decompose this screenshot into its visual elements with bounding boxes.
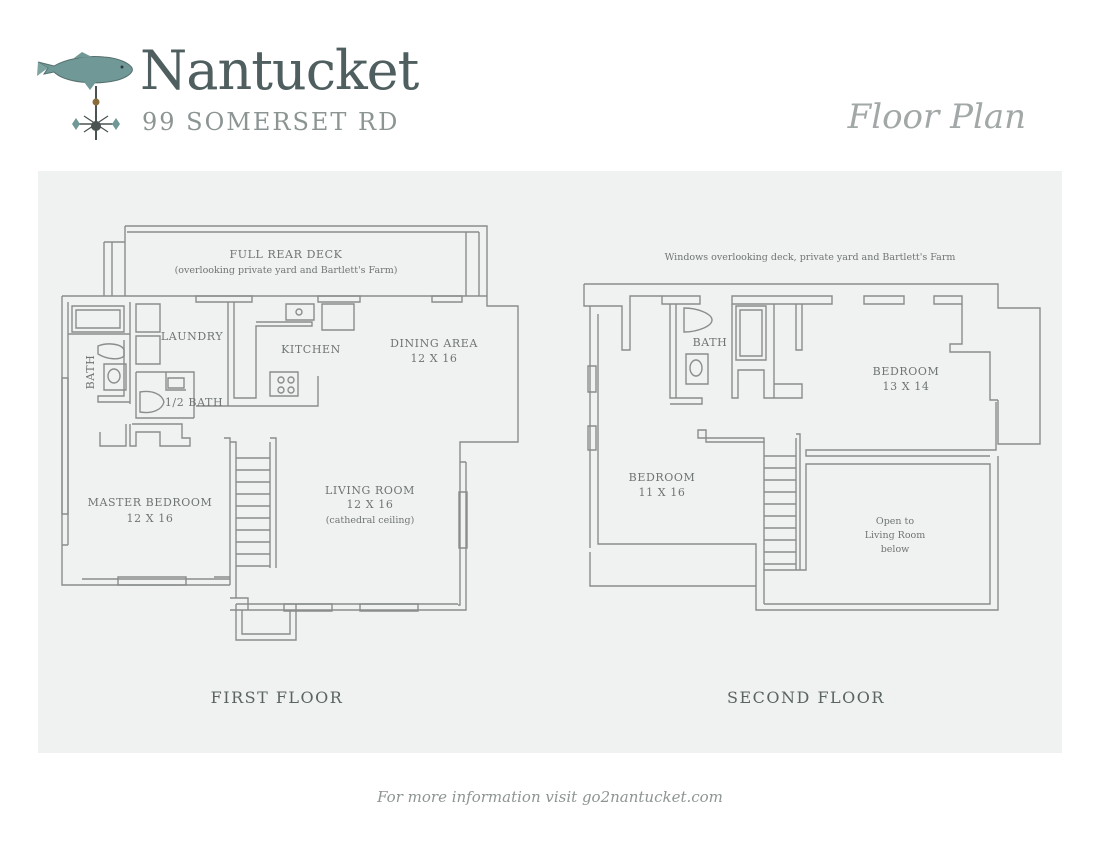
open-to-line1: Open to	[876, 516, 914, 527]
first-floor-plan: FULL REAR DECK (overlooking private yard…	[61, 225, 519, 707]
rear-deck	[124, 225, 488, 296]
deck-stair	[103, 241, 125, 296]
kitchen-range	[269, 371, 299, 397]
deck-label: FULL REAR DECK	[230, 248, 343, 261]
half-bath-label: 1/2 BATH	[165, 396, 223, 409]
master-bedroom-dim: 12 X 16	[126, 512, 173, 525]
laundry-label: LAUNDRY	[161, 330, 224, 343]
master-door-jamb	[214, 576, 249, 610]
windows-note: Windows overlooking deck, private yard a…	[665, 252, 956, 263]
dining-dim: 12 X 16	[410, 352, 457, 365]
bedroom-a-dim: 13 X 14	[882, 380, 929, 393]
first-floor-windows	[61, 295, 468, 612]
laundry-machines	[135, 303, 161, 365]
floor-plan-panel: FULL REAR DECK (overlooking private yard…	[38, 171, 1062, 753]
second-floor-stairs	[763, 433, 801, 570]
bedroom-b-label: BEDROOM	[629, 471, 696, 484]
bedroom-b-dim: 11 X 16	[638, 486, 685, 499]
first-floor-label: FIRST FLOOR	[211, 688, 344, 707]
bath-toilet	[97, 343, 125, 360]
half-bath-walls	[135, 371, 195, 419]
first-floor-stairs	[224, 437, 277, 598]
second-floor-outer-wall	[583, 283, 1041, 611]
second-bath-label: BATH	[693, 336, 728, 349]
address: 99 SOMERSET RD	[142, 108, 400, 136]
header: Nantucket 99 SOMERSET RD Floor Plan	[0, 0, 1100, 170]
bath-sink	[103, 363, 127, 391]
page-title: Floor Plan	[847, 97, 1026, 137]
footer-info: For more information visit go2nantucket.…	[377, 788, 723, 806]
second-floor-interior	[669, 304, 998, 405]
master-bedroom-label: MASTER BEDROOM	[88, 496, 213, 509]
kitchen-walls	[196, 302, 319, 407]
bedroom-a-label: BEDROOM	[873, 365, 940, 378]
bathtub	[71, 305, 125, 333]
kitchen-label: KITCHEN	[281, 343, 341, 356]
second-bath-tub	[735, 305, 767, 361]
kitchen-fridge	[321, 303, 355, 331]
half-bath-toilet	[139, 390, 165, 414]
open-to-line2: Living Room	[865, 530, 926, 541]
open-to-line3: below	[881, 544, 910, 555]
bath-label: BATH	[84, 355, 97, 390]
living-room-note: (cathedral ceiling)	[326, 515, 415, 526]
dining-label: DINING AREA	[390, 337, 478, 350]
second-floor-plan: Windows overlooking deck, private yard a…	[583, 252, 1041, 707]
floor-plans-drawing: FULL REAR DECK (overlooking private yard…	[61, 225, 1041, 707]
second-bath-sink	[685, 353, 709, 385]
kitchen-sink	[285, 303, 315, 321]
bath-walls	[68, 302, 191, 447]
living-room-label: LIVING ROOM	[325, 484, 415, 497]
fish-weathervane-icon	[37, 52, 133, 140]
half-bath-sink	[167, 377, 185, 389]
second-floor-label: SECOND FLOOR	[727, 688, 885, 707]
second-bath-toilet	[683, 307, 713, 333]
brand-title: Nantucket	[140, 39, 419, 102]
living-room-dim: 12 X 16	[346, 498, 393, 511]
deck-note: (overlooking private yard and Bartlett's…	[175, 265, 398, 276]
